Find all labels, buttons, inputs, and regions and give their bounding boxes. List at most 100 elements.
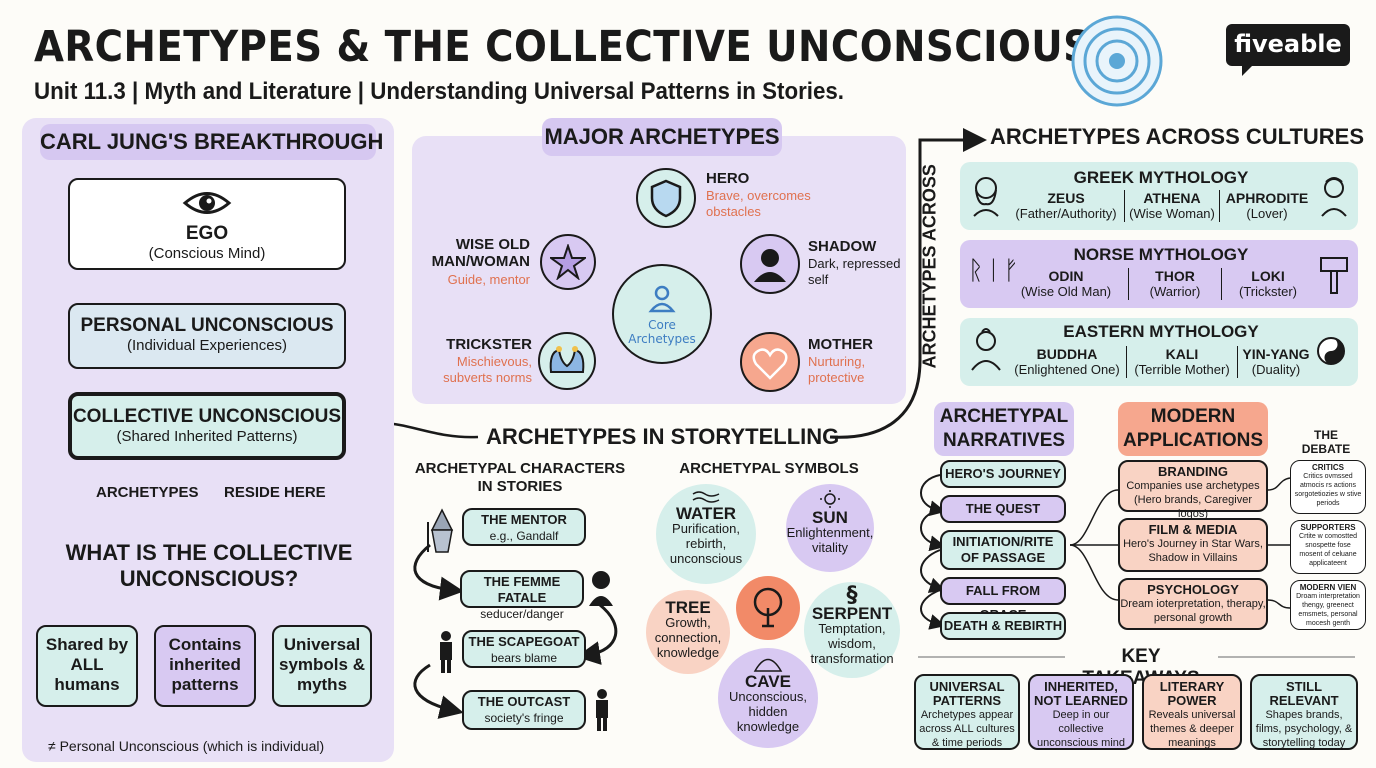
characters-heading: ARCHETYPAL CHARACTERS IN STORIES	[414, 460, 626, 495]
sun-symbol: SUN Enlightenment, vitality	[786, 484, 874, 572]
symbols-heading: ARCHETYPAL SYMBOLS	[679, 460, 859, 477]
major-heading: MAJOR ARCHETYPES	[542, 118, 782, 156]
eastern-title: EASTERN MYTHOLOGY	[1063, 322, 1259, 341]
page-title: ARCHETYPES & THE COLLECTIVE UNCONSCIOUS	[34, 22, 1092, 72]
target-icon	[1070, 14, 1164, 108]
shadow-name: SHADOW	[808, 238, 877, 255]
water-symbol: WATER Purification, rebirth, unconscious	[656, 484, 756, 584]
narrative-item: DEATH & REBIRTH	[940, 612, 1066, 640]
core-archetypes-hub: Core Archetypes	[612, 264, 712, 364]
heart-icon	[740, 332, 800, 392]
trickster-name: TRICKSTER	[446, 336, 532, 353]
archetypes-label: ARCHETYPES	[96, 484, 199, 501]
norse-mythology-card	[960, 240, 1358, 308]
cave-icon	[753, 658, 783, 672]
eastern-figure: BUDDHA(Enlightened One)	[1014, 346, 1120, 377]
shadow-desc: Dark, repressed self	[808, 256, 901, 287]
serpent-icon: §	[846, 583, 858, 608]
greek-figure: ATHENA(Wise Woman)	[1124, 190, 1220, 222]
collective-question: WHAT IS THE COLLECTIVE UNCONSCIOUS?	[65, 540, 353, 591]
cave-symbol: CAVE Unconscious, hidden knowledge	[718, 648, 818, 748]
narrative-item: HERO'S JOURNEY	[940, 460, 1066, 488]
hero-name: HERO	[706, 170, 750, 187]
eye-icon	[182, 192, 232, 214]
wise-name: WISE OLD MAN/WOMAN	[431, 236, 530, 270]
sun-icon	[820, 490, 840, 508]
star-icon	[540, 234, 596, 290]
greek-title: GREEK MYTHOLOGY	[1073, 168, 1249, 187]
person-icon	[648, 285, 676, 313]
ego-title: EGO	[185, 223, 229, 245]
norse-figure: LOKI(Trickster)	[1238, 268, 1297, 299]
yin-yang-icon	[1316, 336, 1346, 370]
tree-symbol: TREE Growth, connection, knowledge	[646, 590, 730, 674]
jester-icon	[538, 332, 596, 390]
eastern-figure: YIN-YANG(Duality)	[1242, 346, 1310, 377]
wizard-icon	[422, 508, 462, 558]
norse-figure: ODIN(Wise Old Man)	[1020, 268, 1112, 299]
greek-figure: ZEUS(Father/Authority)	[1015, 190, 1117, 221]
narrative-item: THE QUEST	[940, 495, 1066, 523]
scapegoat-figure-icon	[434, 630, 458, 678]
ego-subtitle: (Conscious Mind)	[148, 245, 266, 263]
mother-name: MOTHER	[808, 336, 873, 353]
collective-subtitle: (Shared Inherited Patterns)	[116, 427, 298, 445]
eastern-figure: KALI(Terrible Mother)	[1126, 346, 1238, 378]
cultures-heading: ARCHETYPES ACROSS CULTURES	[990, 124, 1365, 149]
page-subtitle: Unit 11.3 | Myth and Literature | Unders…	[34, 78, 845, 105]
trickster-desc: Mischievous, subverts norms	[443, 354, 532, 385]
norse-title: NORSE MYTHOLOGY	[1073, 245, 1249, 264]
aphrodite-bust-icon	[1316, 174, 1352, 222]
eastern-mythology-card	[960, 318, 1358, 386]
greek-mythology-card	[960, 162, 1358, 230]
narrative-item: INITIATION/RITE OF PASSAGE	[940, 530, 1066, 570]
personal-note: ≠ Personal Unconscious (which is individ…	[48, 738, 325, 754]
debate-heading: THE DEBATE	[1301, 428, 1351, 456]
trait-shared: Shared by ALL humans	[36, 625, 138, 707]
modern-heading: MODERN APPLICATIONS	[1118, 402, 1268, 456]
mother-desc: Nurturing, protective	[808, 354, 866, 385]
norse-figure: THOR(Warrior)	[1128, 268, 1222, 300]
tree-icon	[736, 576, 800, 640]
wave-icon	[692, 491, 720, 503]
collective-title: COLLECTIVE UNCONSCIOUS	[72, 406, 342, 427]
trait-universal: Universal symbols & myths	[272, 625, 372, 707]
brand-logo: fiveable	[1226, 24, 1350, 76]
hero-icon	[636, 168, 696, 228]
buddha-icon	[968, 328, 1004, 376]
ego-box: EGO (Conscious Mind)	[68, 178, 346, 270]
narrative-item: FALL FROM GRACE	[940, 577, 1066, 622]
narratives-heading: ARCHETYPAL NARRATIVES	[934, 402, 1074, 456]
zeus-bust-icon	[968, 174, 1004, 222]
cultures-vertical-label: ARCHETYPES ACROSS	[919, 164, 940, 369]
serpent-symbol: § SERPENT Temptation, wisdom, transforma…	[804, 582, 900, 678]
shadow-icon	[740, 234, 800, 294]
wise-desc: Guide, mentor	[447, 272, 530, 287]
femme-fatale-icon	[586, 568, 616, 612]
reside-label: RESIDE HERE	[224, 484, 326, 501]
personal-unconscious-box: PERSONAL UNCONSCIOUS (Individual Experie…	[68, 303, 346, 369]
greek-figure: APHRODITE(Lover)	[1225, 190, 1309, 221]
trait-inherited: Contains inherited patterns	[154, 625, 256, 707]
personal-subtitle: (Individual Experiences)	[126, 336, 288, 354]
rune-icon: ᚱᛁᚠ	[968, 256, 1021, 286]
personal-title: PERSONAL UNCONSCIOUS	[80, 315, 334, 336]
hero-desc: Brave, overcomes obstacles	[706, 188, 811, 219]
hammer-icon	[1318, 254, 1350, 302]
storytelling-heading: ARCHETYPES IN STORYTELLING	[486, 424, 840, 449]
jung-heading: CARL JUNG'S BREAKTHROUGH	[40, 124, 383, 160]
